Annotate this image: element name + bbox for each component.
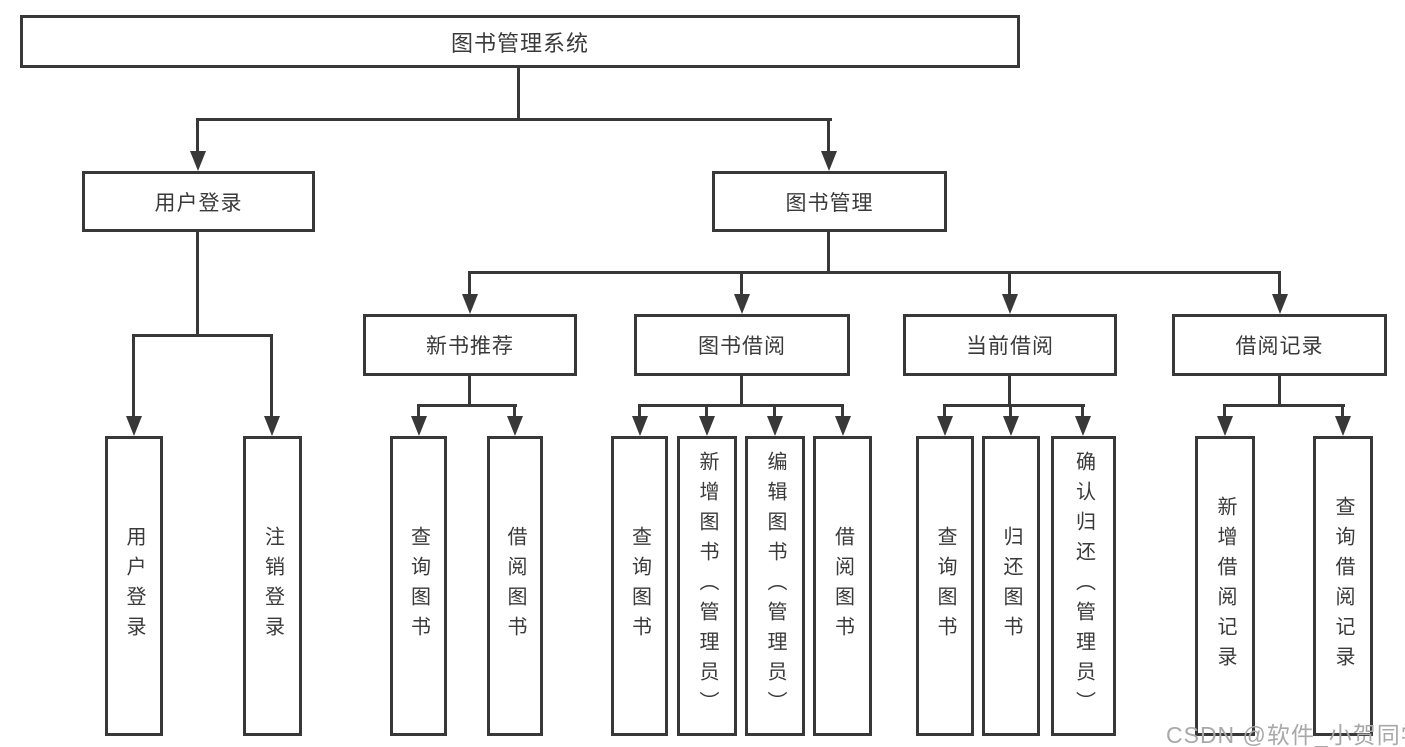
node-leaf-borrow-books-2: 借阅图书 bbox=[813, 436, 872, 736]
node-label: 查询图书 bbox=[628, 526, 651, 646]
connector-line bbox=[943, 404, 946, 420]
connector-line bbox=[740, 376, 743, 407]
node-label: 编辑图书（管理员） bbox=[764, 451, 786, 721]
arrow-down-icon bbox=[1003, 416, 1019, 436]
connector-line bbox=[1278, 271, 1281, 296]
arrow-down-icon bbox=[507, 416, 523, 436]
arrow-down-icon bbox=[264, 416, 280, 436]
node-label: 当前借阅 bbox=[966, 335, 1054, 358]
connector-line bbox=[1008, 376, 1011, 407]
arrow-down-icon bbox=[734, 294, 750, 314]
node-label: 借阅记录 bbox=[1235, 335, 1324, 358]
node-label: 用户登录 bbox=[154, 191, 243, 215]
node-leaf-query-books-2: 查询图书 bbox=[611, 436, 668, 736]
node-leaf-logout: 注销登录 bbox=[243, 436, 302, 736]
arrow-down-icon bbox=[1335, 416, 1351, 436]
connector-line bbox=[513, 404, 516, 420]
connector-line bbox=[468, 376, 471, 407]
connector-line bbox=[468, 271, 1281, 274]
node-label: 新增借阅记录 bbox=[1214, 496, 1236, 676]
node-label: 注销登录 bbox=[261, 526, 284, 646]
arrow-down-icon bbox=[1217, 416, 1233, 436]
connector-line bbox=[705, 404, 708, 420]
watermark: CSDN @软件_小贺同学 bbox=[1166, 722, 1405, 747]
connector-line bbox=[1278, 376, 1281, 407]
arrow-down-icon bbox=[699, 416, 715, 436]
node-leaf-confirm-return-admin: 确认归还（管理员） bbox=[1051, 436, 1116, 736]
connector-line bbox=[1081, 404, 1084, 420]
connector-line bbox=[841, 404, 844, 420]
connector-line bbox=[132, 334, 273, 337]
node-leaf-query-books-3: 查询图书 bbox=[916, 436, 974, 736]
node-label: 确认归还（管理员） bbox=[1072, 451, 1095, 721]
node-label: 查询借阅记录 bbox=[1332, 496, 1354, 676]
node-leaf-add-books-admin: 新增图书（管理员） bbox=[677, 436, 737, 736]
arrow-down-icon bbox=[937, 416, 953, 436]
connector-line bbox=[740, 271, 743, 296]
arrow-down-icon bbox=[632, 416, 648, 436]
node-user-login: 用户登录 bbox=[82, 171, 315, 232]
arrow-down-icon bbox=[835, 416, 851, 436]
connector-line bbox=[638, 404, 844, 407]
node-current-borrowing: 当前借阅 bbox=[903, 314, 1117, 376]
connector-line bbox=[827, 232, 830, 274]
node-label: 查询图书 bbox=[934, 526, 956, 646]
node-label: 图书管理 bbox=[785, 191, 874, 215]
connector-line bbox=[1223, 404, 1345, 407]
arrow-down-icon bbox=[1075, 416, 1091, 436]
arrow-down-icon bbox=[126, 416, 142, 436]
arrow-down-icon bbox=[1002, 294, 1018, 314]
node-root: 图书管理系统 bbox=[20, 15, 1020, 68]
connector-line bbox=[417, 404, 517, 407]
node-book-management: 图书管理 bbox=[712, 171, 947, 232]
node-leaf-edit-books-admin: 编辑图书（管理员） bbox=[745, 436, 805, 736]
connector-line bbox=[1009, 404, 1012, 420]
connector-line bbox=[468, 271, 471, 296]
connector-line bbox=[1341, 404, 1344, 420]
connector-line bbox=[517, 67, 520, 121]
connector-line bbox=[270, 334, 273, 418]
arrow-down-icon bbox=[462, 294, 478, 314]
connector-line bbox=[196, 118, 199, 156]
node-leaf-return-books: 归还图书 bbox=[982, 436, 1040, 736]
node-label: 新书推荐 bbox=[426, 335, 514, 358]
node-label: 图书借阅 bbox=[698, 335, 786, 358]
node-leaf-user-login: 用户登录 bbox=[105, 436, 163, 736]
node-book-borrowing: 图书借阅 bbox=[634, 314, 850, 376]
node-label: 借阅图书 bbox=[831, 526, 854, 646]
connector-line bbox=[196, 232, 199, 337]
node-label: 借阅图书 bbox=[504, 526, 526, 646]
node-leaf-borrow-books-1: 借阅图书 bbox=[487, 436, 543, 736]
node-label: 用户登录 bbox=[123, 526, 145, 646]
node-leaf-add-borrow-record: 新增借阅记录 bbox=[1195, 436, 1255, 736]
arrow-down-icon bbox=[1272, 294, 1288, 314]
connector-line bbox=[417, 404, 420, 420]
node-label: 图书管理系统 bbox=[450, 30, 589, 56]
connector-line bbox=[827, 118, 830, 156]
arrow-down-icon bbox=[411, 416, 427, 436]
connector-line bbox=[773, 404, 776, 420]
node-label: 归还图书 bbox=[1000, 526, 1022, 646]
connector-line bbox=[1223, 404, 1226, 420]
connector-line bbox=[132, 334, 135, 418]
node-label: 查询图书 bbox=[407, 526, 430, 646]
node-label: 新增图书（管理员） bbox=[696, 451, 718, 721]
node-borrowing-records: 借阅记录 bbox=[1172, 314, 1387, 376]
node-leaf-query-borrow-record: 查询借阅记录 bbox=[1313, 436, 1373, 736]
node-new-book-recommendation: 新书推荐 bbox=[363, 314, 577, 376]
connector-line bbox=[638, 404, 641, 420]
arrow-down-icon bbox=[767, 416, 783, 436]
connector-line bbox=[943, 404, 1085, 407]
connector-line bbox=[1008, 271, 1011, 296]
connector-line bbox=[196, 118, 832, 121]
arrow-down-icon bbox=[821, 151, 837, 171]
node-leaf-query-books-1: 查询图书 bbox=[390, 436, 447, 736]
arrow-down-icon bbox=[190, 151, 206, 171]
